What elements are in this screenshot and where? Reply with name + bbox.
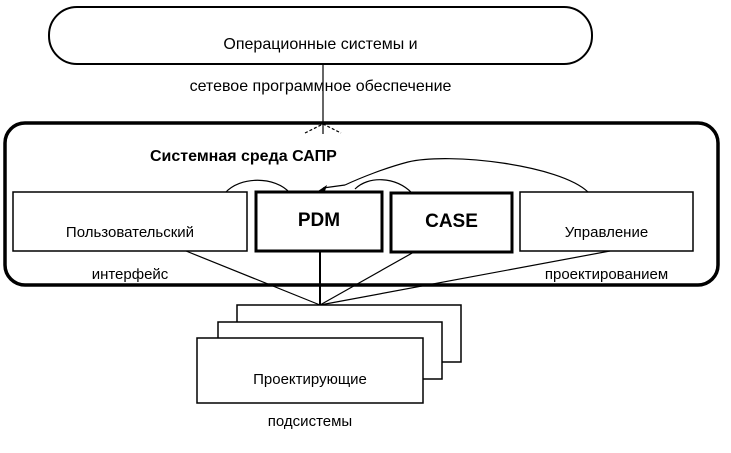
user-interface-box — [12, 191, 248, 252]
subsystems-line1: Проектирующие — [253, 371, 367, 388]
cad-environment-box — [3, 121, 720, 287]
subsystems-label: Проектирующие подсистемы — [197, 348, 423, 453]
ui-to-subsystems-line — [185, 250, 321, 306]
user-interface-label: Пользовательский интерфейс — [13, 201, 247, 306]
case-box — [389, 191, 514, 254]
case-to-subsystems-line — [319, 251, 415, 306]
pdm-box — [254, 190, 384, 253]
subsystem-stack-front — [196, 337, 424, 404]
user-interface-line1: Пользовательский — [65, 224, 195, 241]
management-to-pdm-arc — [344, 158, 589, 193]
pdm-label: PDM — [297, 210, 341, 231]
ui-to-pdm-arc — [224, 179, 291, 194]
environment-title: Системная среда САПР — [150, 148, 337, 165]
os-network-line1: Операционные системы и — [223, 36, 418, 53]
cad-architecture-diagram — [3, 6, 720, 404]
management-to-subsystems-line — [319, 250, 611, 306]
os-network-line2: сетевое программное обеспечение — [189, 78, 452, 95]
os-network-label: Операционные системы и сетевое программн… — [49, 13, 592, 118]
design-management-line1: Управление — [564, 224, 649, 241]
case-label: CASE — [425, 211, 478, 232]
design-management-line2: проектированием — [544, 266, 669, 283]
design-management-box — [519, 191, 694, 252]
pdm-incoming-line — [322, 184, 346, 189]
pdm-arrow-head — [318, 185, 327, 191]
subsystems-line2: подсистемы — [267, 413, 353, 430]
os-network-box — [48, 6, 593, 65]
user-interface-line2: интерфейс — [91, 266, 169, 283]
case-to-pdm-arc — [354, 179, 413, 194]
design-management-label: Управление проектированием — [520, 201, 693, 306]
